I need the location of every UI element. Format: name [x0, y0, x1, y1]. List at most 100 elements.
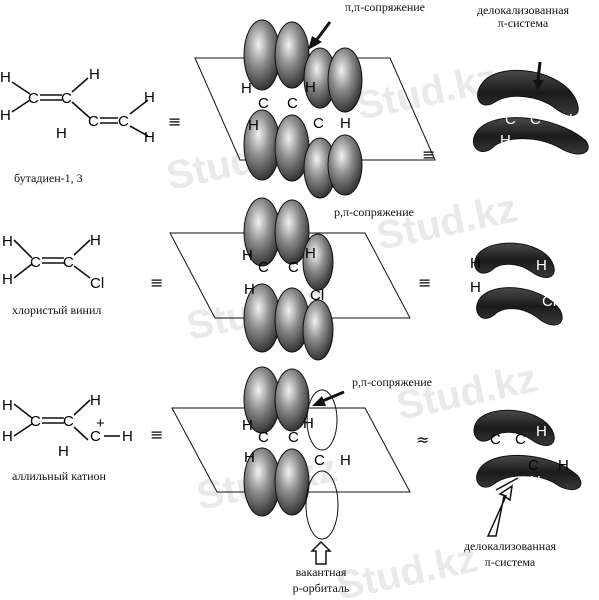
molecule-name-allyl-cation: аллильный катион: [12, 469, 106, 483]
delocalized-label-line2: π-система: [484, 555, 536, 569]
atom-c: C: [258, 429, 269, 446]
atom-h: H: [2, 428, 13, 445]
atom-c: C: [30, 413, 41, 430]
atom-c: C: [288, 429, 299, 446]
conjugation-label-2: p,π-сопряжение: [334, 205, 414, 219]
atom-h: H: [144, 129, 155, 146]
allyl-cation-atoms: H H C C H + C H H: [2, 392, 133, 460]
orbital-atoms: H C C H H Cl: [242, 245, 324, 304]
atom-h: H: [58, 443, 69, 460]
atom-c: C: [287, 95, 298, 112]
atom-h: H: [2, 271, 13, 288]
p-orbital-lobes: [243, 366, 310, 517]
equiv-symbol: ≡: [150, 425, 163, 444]
delocalized-pi-system: H H H Cl: [470, 242, 563, 326]
atom-h: H: [536, 257, 547, 274]
atom-h: H: [0, 107, 11, 124]
row-vinyl-chloride: H H C C H Cl ≡ H C C H H Cl ≡: [2, 197, 563, 361]
atom-h: H: [2, 233, 13, 250]
atom-c: C: [515, 431, 526, 448]
atom-cl: Cl: [310, 287, 324, 304]
row-butadiene: H H C C H C C H H H ≡ H C C: [0, 19, 589, 199]
atom-h: H: [536, 423, 547, 440]
atom-h: H: [2, 397, 13, 414]
atom-h: H: [303, 415, 314, 432]
atom-h: H: [56, 125, 67, 142]
orbital-atoms: H C C H H C H: [241, 79, 351, 134]
delocalized-label-line1: делокализованная: [463, 539, 557, 553]
vacant-label-line2: p-орбиталь: [292, 581, 350, 595]
atom-c: C: [530, 111, 541, 128]
atom-c: C: [90, 428, 101, 445]
delocalized-label-line1: делокализованная: [476, 3, 570, 17]
atom-h: H: [241, 80, 252, 97]
atom-c: C: [490, 431, 501, 448]
atom-c: C: [28, 90, 39, 107]
vacant-label-line1: вакантная: [295, 565, 347, 579]
atom-h: H: [0, 69, 11, 86]
atom-h: H: [470, 255, 481, 272]
cation-charge: +: [96, 415, 105, 432]
conjugation-label-1: π,π-сопряжение: [344, 0, 425, 14]
atom-c: C: [61, 90, 72, 107]
equiv-symbol: ≡: [168, 112, 181, 131]
atom-c: C: [118, 113, 129, 130]
atom-h: H: [340, 115, 351, 132]
molecule-name-butadiene: бутадиен-1, 3: [14, 171, 83, 185]
p-orbital-lobes: [243, 197, 334, 361]
atom-h: H: [244, 449, 255, 466]
atom-h: H: [144, 89, 155, 106]
equiv-symbol: ≡: [418, 273, 431, 292]
delocalized-label-line2: π-система: [497, 16, 549, 30]
butadiene-bonds: [11, 77, 149, 137]
atom-cl: Cl: [90, 275, 104, 292]
atom-c: C: [505, 111, 516, 128]
atom-h: H: [248, 117, 259, 134]
atom-h: H: [90, 392, 101, 409]
atom-h: H: [89, 66, 100, 83]
atom-h: H: [244, 281, 255, 298]
butadiene-atoms: H H C C H C C H H H: [0, 66, 155, 146]
atom-c: C: [288, 259, 299, 276]
atom-h: H: [470, 279, 481, 296]
delocalized-pi-system: H C C H H: [472, 61, 589, 155]
atom-h: H: [305, 245, 316, 262]
atom-h: H: [500, 132, 511, 149]
atom-c: C: [258, 259, 269, 276]
vinyl-chloride-atoms: H H C C H Cl: [2, 232, 104, 292]
allyl-cation-bonds: [13, 399, 120, 441]
vacant-p-orbital: [305, 389, 339, 540]
equiv-symbol: ≡: [150, 273, 163, 292]
atom-h: H: [562, 111, 573, 128]
equiv-symbol: ≡: [422, 145, 435, 164]
atom-c: C: [63, 413, 74, 430]
atom-c: C: [313, 115, 324, 132]
vinyl-chloride-bonds: [13, 239, 91, 279]
atom-h: H: [340, 452, 351, 469]
conjugation-arrow-icon: [308, 21, 332, 50]
molecule-name-vinyl-chloride: хлористый винил: [12, 303, 102, 317]
row-allyl-cation: H H C C H + C H H ≡ H C C H H C: [2, 366, 582, 565]
orbital-atoms: H C C H H C H: [242, 415, 351, 469]
delocalized-pi-system: H C C C H H: [473, 409, 582, 537]
atom-h: H: [305, 79, 316, 96]
atom-c: C: [314, 452, 325, 469]
atom-c: C: [63, 254, 74, 271]
atom-h: H: [242, 417, 253, 434]
approx-symbol: ≈: [416, 430, 429, 449]
atom-h: H: [530, 473, 541, 490]
conjugation-arrow-icon: [312, 390, 345, 406]
p-orbital-lobes: [243, 19, 363, 199]
atom-c: C: [258, 95, 269, 112]
atom-h: H: [493, 100, 504, 117]
atom-h: H: [558, 457, 569, 474]
atom-c: C: [30, 254, 41, 271]
atom-h: H: [122, 428, 133, 445]
vacant-orbital-arrow-icon: [310, 540, 332, 565]
atom-c: C: [88, 113, 99, 130]
atom-h: H: [90, 232, 101, 249]
conjugation-label-3: p,π-сопряжение: [352, 375, 432, 389]
atom-cl: Cl: [542, 293, 556, 310]
atom-c: C: [528, 457, 539, 474]
